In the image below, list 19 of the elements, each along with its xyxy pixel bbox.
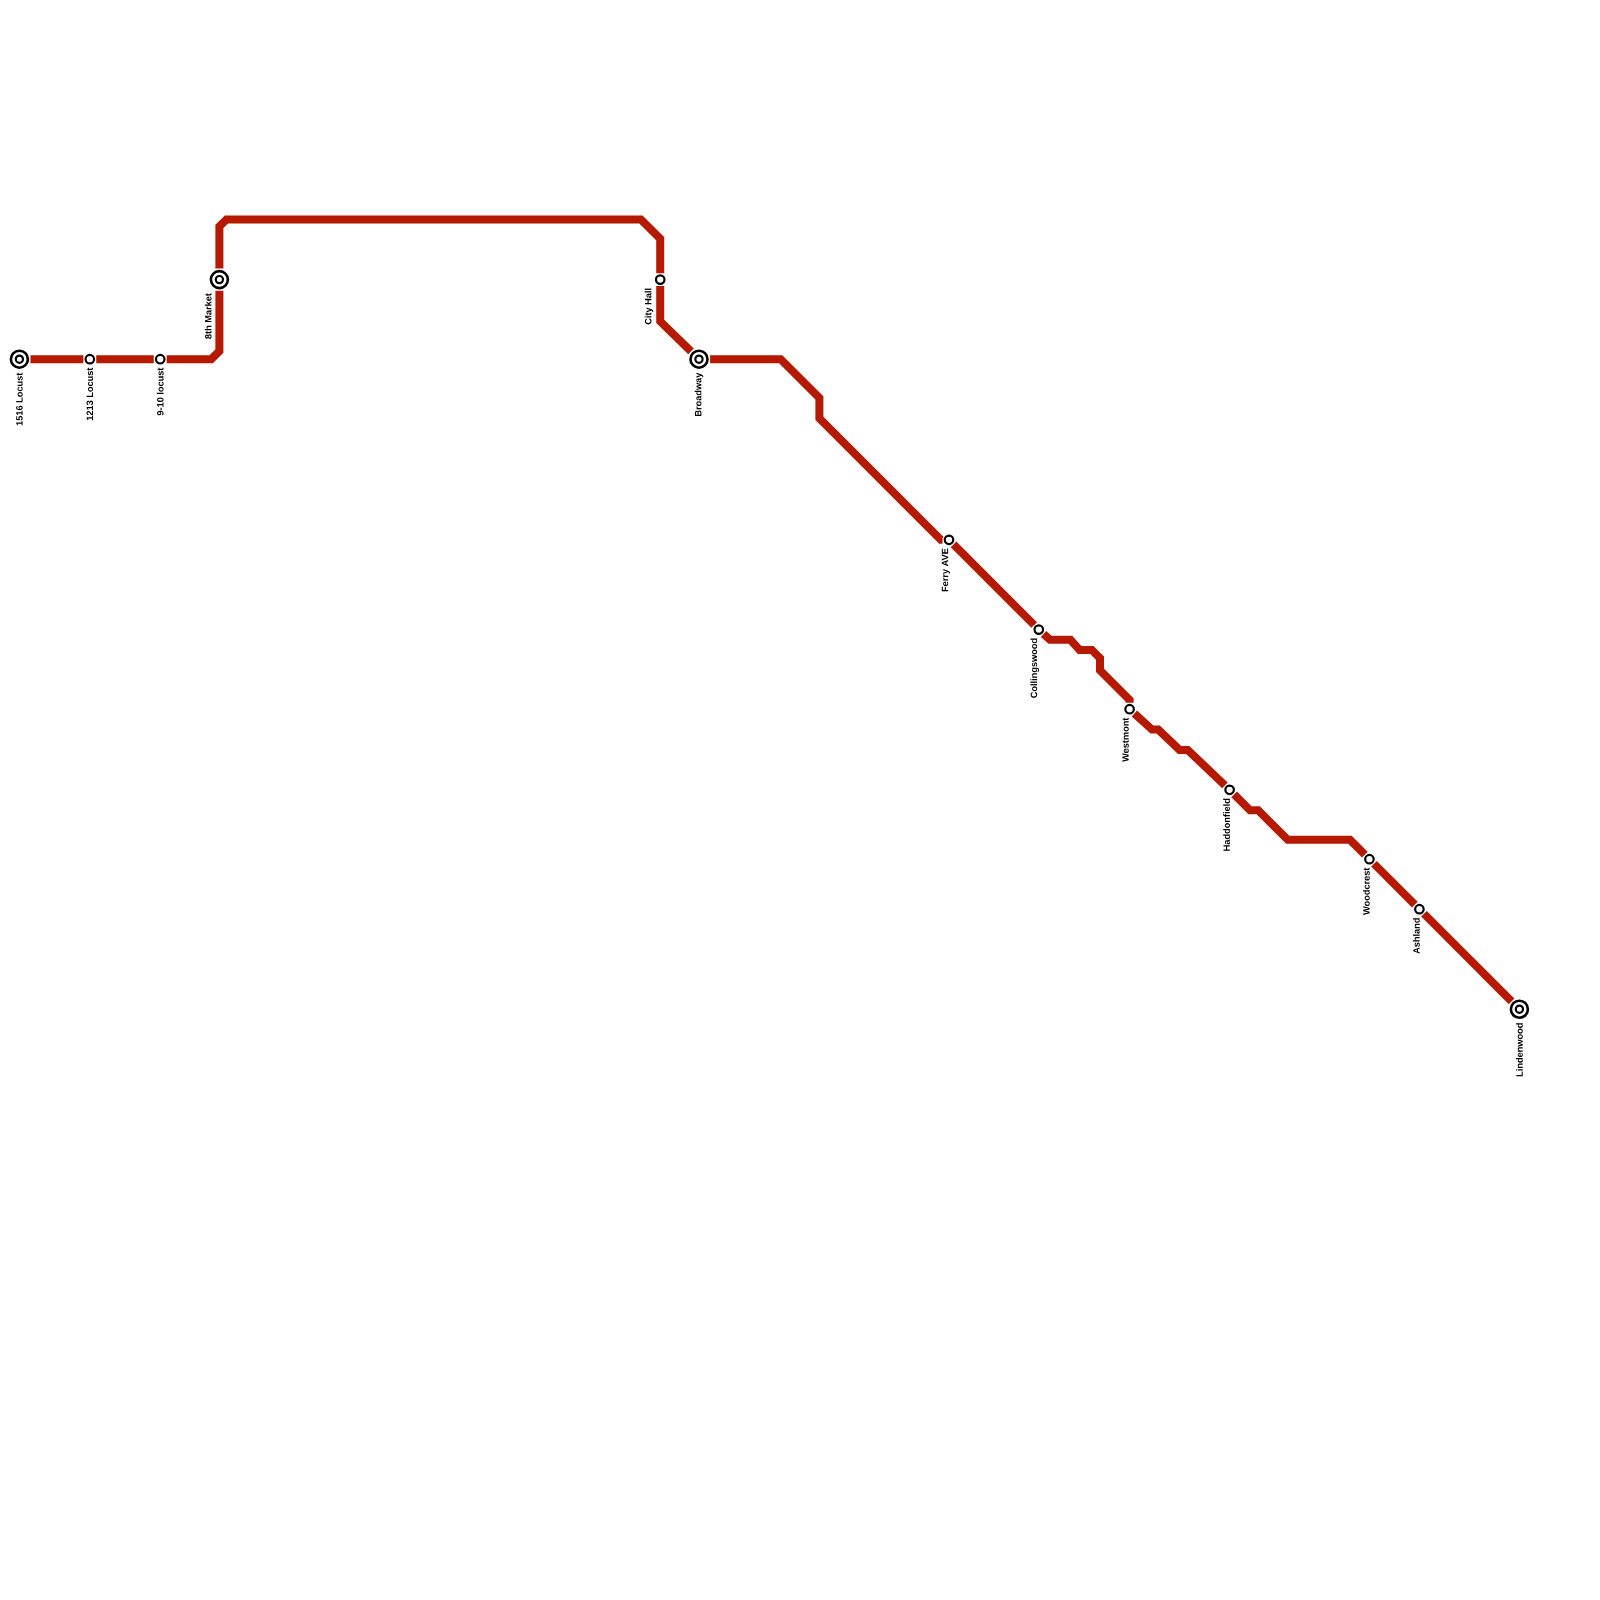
station-name: Ferry AVE [941,548,951,592]
station-name: Broadway [694,372,704,416]
station-name: Lindenwood [1516,1023,1523,1077]
station-name: 1516 Locust [16,372,23,426]
station-name: Westmont [1122,717,1129,762]
station-name: Collingswood [1030,638,1039,698]
rail-line [1131,710,1228,789]
station-name: Woodcrest [1362,867,1370,915]
station-name: City Hall [644,288,654,325]
station-name: 8th Market [204,293,212,339]
rail-line [1040,630,1134,704]
station-name: Ashland [1412,918,1420,954]
rail-line [1421,910,1515,1005]
station-name: Haddonfield [1223,798,1230,851]
rail-line [1231,791,1368,858]
station-name: 9-10 locust [156,367,164,416]
rail-line [1371,860,1418,908]
station-name: 1213 Locust [86,367,94,421]
rail-line [950,541,1038,628]
